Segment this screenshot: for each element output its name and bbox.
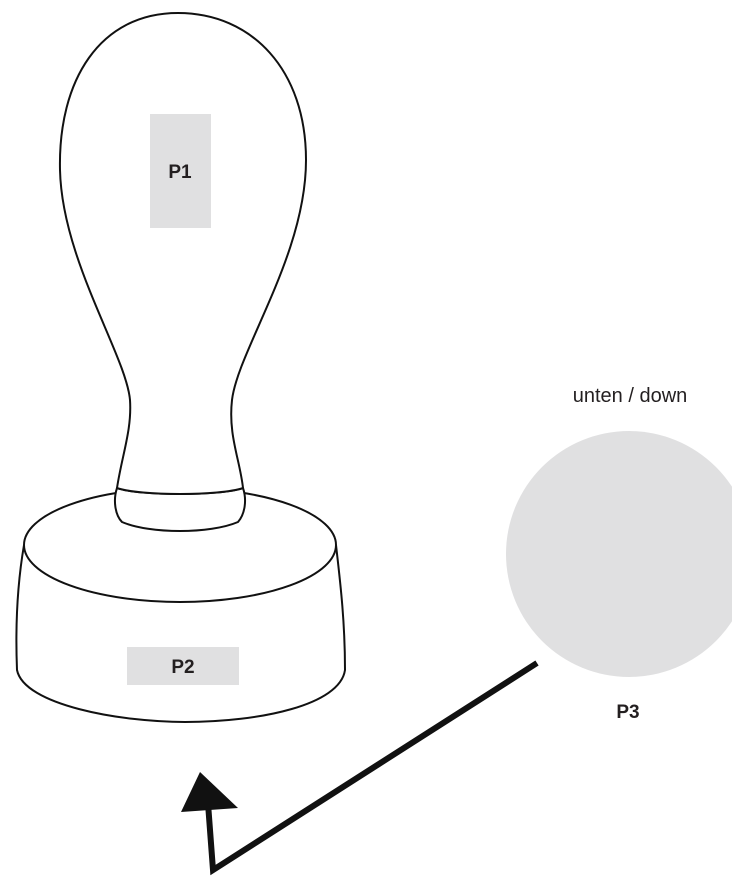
stamp-base bbox=[15, 487, 346, 723]
stamp-handle bbox=[58, 12, 307, 495]
orientation-label: unten / down bbox=[573, 385, 688, 407]
label-p2: P2 bbox=[171, 657, 194, 678]
pad-p1 bbox=[150, 114, 211, 228]
label-p3: P3 bbox=[616, 702, 639, 723]
pad-p2 bbox=[127, 647, 239, 685]
stamp-collar bbox=[113, 487, 247, 532]
connector-line bbox=[204, 660, 539, 876]
pad-p3 bbox=[506, 431, 732, 677]
arrow-up-icon bbox=[181, 772, 238, 812]
label-p1: P1 bbox=[168, 162, 192, 183]
